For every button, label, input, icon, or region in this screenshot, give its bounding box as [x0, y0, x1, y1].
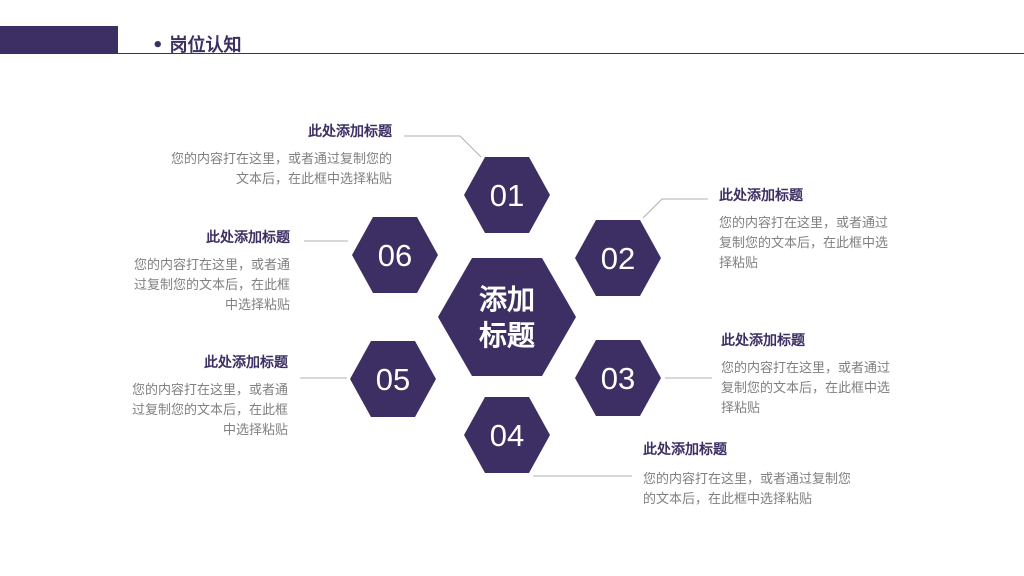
- header-accent-block: [0, 26, 118, 54]
- item-06-desc-line: 过复制您的文本后，在此框: [133, 278, 290, 293]
- item-05-desc-line: 过复制您的文本后，在此框: [131, 403, 288, 418]
- item-05-title: 此处添加标题: [204, 355, 288, 371]
- bullet-icon: •: [152, 35, 164, 56]
- item-03-block: 此处添加标题 您的内容打在这里，或者通过 复制您的文本后，在此框中选 择粘贴: [721, 331, 890, 419]
- hexagon-number-06: 06: [378, 238, 412, 273]
- item-04-block: 此处添加标题 您的内容打在这里，或者通过复制您 的文本后，在此框中选择粘贴: [643, 440, 851, 510]
- item-04-desc-line: 您的内容打在这里，或者通过复制您: [643, 472, 852, 487]
- item-06-desc: 您的内容打在这里，或者通 过复制您的文本后，在此框 中选择粘贴: [134, 256, 290, 316]
- item-04-desc: 您的内容打在这里，或者通过复制您 的文本后，在此框中选择粘贴: [643, 470, 851, 510]
- item-01-block: 此处添加标题 您的内容打在这里，或者通过复制您的 文本后，在此框中选择粘贴: [171, 122, 392, 190]
- item-02-block: 此处添加标题 您的内容打在这里，或者通过 复制您的文本后，在此框中选 择粘贴: [719, 186, 888, 274]
- item-03-title: 此处添加标题: [721, 333, 805, 349]
- connector-02: [642, 198, 708, 219]
- hexagon-number-03: 03: [601, 361, 635, 396]
- item-02-desc: 您的内容打在这里，或者通过 复制您的文本后，在此框中选 择粘贴: [719, 214, 888, 274]
- item-04-title: 此处添加标题: [643, 442, 727, 458]
- item-01-title: 此处添加标题: [308, 124, 392, 140]
- item-05-desc-line: 中选择粘贴: [222, 423, 288, 438]
- item-05-desc-line: 您的内容打在这里，或者通: [131, 383, 288, 398]
- item-02-desc-line: 复制您的文本后，在此框中选: [719, 236, 889, 251]
- item-01-desc: 您的内容打在这里，或者通过复制您的 文本后，在此框中选择粘贴: [171, 150, 392, 190]
- hexagon-06: [352, 217, 438, 293]
- page-title-text: 岗位认知: [169, 35, 242, 56]
- hexagon-number-05: 05: [376, 362, 410, 397]
- center-title-line2: 标题: [479, 319, 535, 352]
- item-03-desc: 您的内容打在这里，或者通过 复制您的文本后，在此框中选 择粘贴: [721, 359, 890, 419]
- item-06-block: 此处添加标题 您的内容打在这里，或者通 过复制您的文本后，在此框 中选择粘贴: [134, 228, 290, 316]
- item-01-desc-line: 文本后，在此框中选择粘贴: [235, 172, 392, 187]
- hexagon-02: [575, 220, 661, 296]
- item-02-title: 此处添加标题: [719, 188, 803, 204]
- item-01-desc-line: 您的内容打在这里，或者通过复制您的: [170, 152, 392, 167]
- hexagon-01: [464, 157, 550, 233]
- item-06-desc-line: 中选择粘贴: [224, 298, 290, 313]
- item-03-desc-line: 复制您的文本后，在此框中选: [721, 381, 891, 396]
- item-06-title: 此处添加标题: [206, 230, 290, 246]
- item-02-desc-line: 择粘贴: [719, 256, 759, 271]
- connector-lines: [300, 135, 712, 477]
- connector-01: [404, 135, 482, 158]
- item-04-desc-line: 的文本后，在此框中选择粘贴: [643, 492, 813, 507]
- page-title: •岗位认知: [152, 33, 242, 59]
- item-02-desc-line: 您的内容打在这里，或者通过: [719, 216, 889, 231]
- hexagon-05: [350, 341, 436, 417]
- item-05-desc: 您的内容打在这里，或者通 过复制您的文本后，在此框 中选择粘贴: [132, 381, 288, 441]
- hexagon-04: [464, 397, 550, 473]
- hexagon-03: [575, 340, 661, 416]
- item-03-desc-line: 择粘贴: [721, 401, 761, 416]
- item-06-desc-line: 您的内容打在这里，或者通: [133, 258, 290, 273]
- header-divider: [118, 53, 1024, 54]
- item-03-desc-line: 您的内容打在这里，或者通过: [721, 361, 891, 376]
- center-hexagon: [438, 258, 576, 376]
- hexagon-number-02: 02: [601, 241, 635, 276]
- hexagon-number-04: 04: [490, 418, 524, 453]
- center-title-line1: 添加: [479, 283, 535, 316]
- hexagon-number-01: 01: [490, 178, 524, 213]
- item-05-block: 此处添加标题 您的内容打在这里，或者通 过复制您的文本后，在此框 中选择粘贴: [132, 353, 288, 441]
